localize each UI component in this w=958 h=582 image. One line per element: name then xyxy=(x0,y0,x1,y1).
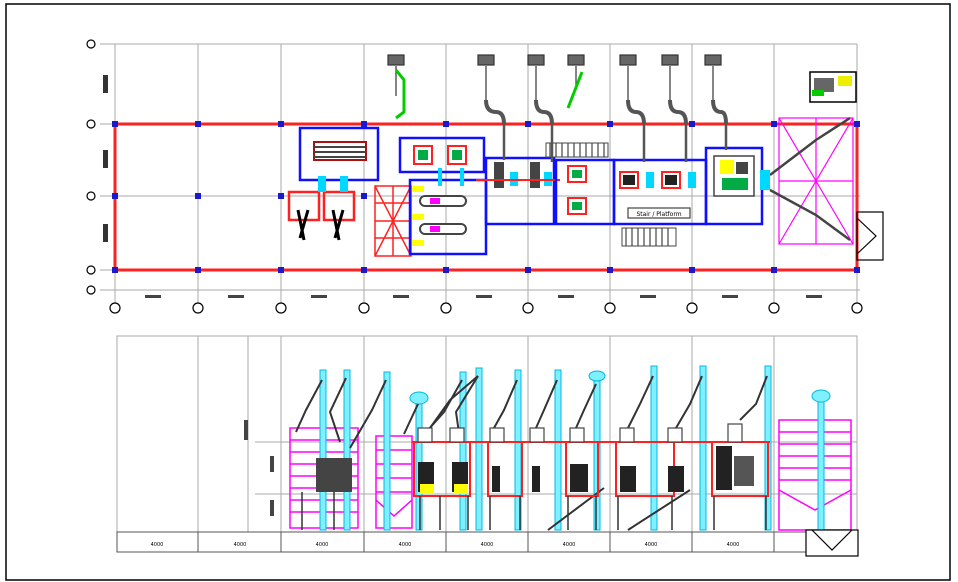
machines-dark xyxy=(316,446,754,492)
plan-view: Stair / Platform xyxy=(86,39,884,314)
unit-mid-c: Stair / Platform xyxy=(612,158,708,247)
sheet-border xyxy=(5,3,951,581)
hopper-right xyxy=(856,211,884,261)
bay-label: 4000 xyxy=(399,542,412,548)
machines-yellow xyxy=(420,484,468,494)
plan-ducts xyxy=(502,124,728,162)
green-ducts xyxy=(394,69,584,120)
bay-label: 4000 xyxy=(481,542,494,548)
bucket-elevators xyxy=(319,365,825,531)
column-dots xyxy=(112,121,860,273)
top-fans xyxy=(387,54,722,102)
bay-label: 4000 xyxy=(645,542,658,548)
bay-label: 4000 xyxy=(563,542,576,548)
elevator-heads xyxy=(409,370,831,405)
spouts xyxy=(295,375,768,531)
red-scaffold xyxy=(374,185,412,257)
bay-label: 4000 xyxy=(727,542,740,548)
support-legs xyxy=(301,492,767,530)
unit-left-machines xyxy=(287,176,356,241)
unit-mid-a xyxy=(476,156,560,226)
unit-mid-b xyxy=(545,142,616,226)
receiving-pit xyxy=(805,529,859,557)
unit-cleaner xyxy=(298,126,380,182)
elevation-dim-marks xyxy=(244,420,274,516)
machine-boxes xyxy=(417,423,743,443)
conveyor-to-silo xyxy=(769,116,851,242)
bottom-dim-texts xyxy=(145,295,822,298)
machine-frames xyxy=(412,441,770,497)
silo-structure xyxy=(778,117,854,245)
platform-label: Stair / Platform xyxy=(636,211,681,218)
elevation-view: 4000 4000 4000 4000 4000 4000 4000 4000 … xyxy=(116,335,859,557)
bay-label: 4000 xyxy=(151,542,164,548)
elevation-grid xyxy=(116,335,858,533)
foundation-strip xyxy=(116,531,858,553)
bay-label: 4000 xyxy=(234,542,247,548)
unit-right xyxy=(704,146,770,226)
column-axis-markers xyxy=(109,302,863,314)
duct-elbows xyxy=(484,99,728,125)
dim-texts-left xyxy=(103,75,108,242)
row-axis-markers xyxy=(86,39,96,295)
bay-label: 4000 xyxy=(316,542,329,548)
legend-box xyxy=(809,71,857,103)
silo-right xyxy=(778,419,852,531)
